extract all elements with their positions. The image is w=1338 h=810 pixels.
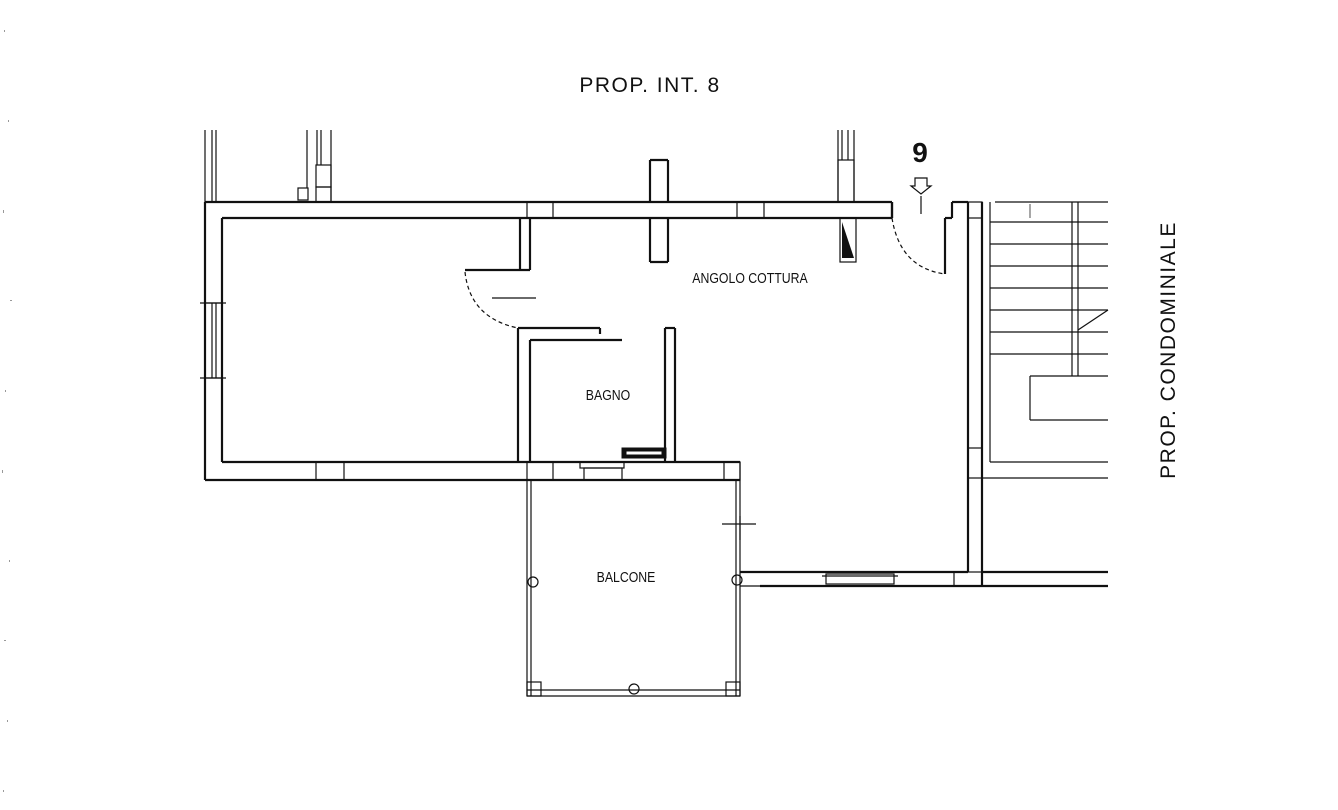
interior-partitions: [465, 218, 677, 462]
room-label-kitchen: ANGOLO COTTURA: [692, 270, 808, 286]
room-label-balcony: BALCONE: [597, 569, 656, 585]
down-arrow-icon: [909, 177, 933, 214]
top-neighbor-label: PROP. INT. 8: [579, 74, 720, 97]
entrance-door: [890, 200, 968, 275]
west-window: [200, 302, 226, 379]
scan-noise: [2, 30, 12, 792]
stairwell: [982, 201, 1109, 588]
balcony: [526, 462, 768, 697]
unit-number: 9: [912, 137, 928, 168]
bathroom-fixture: [621, 447, 667, 459]
living-door-swing: [464, 271, 519, 329]
column-block: [526, 158, 765, 264]
neighbor-wall-stubs: [204, 130, 855, 203]
corridor-east-wall: [740, 201, 984, 588]
room-label-bathroom: BAGNO: [586, 387, 630, 403]
kitchen-fixture: [839, 217, 857, 263]
side-neighbor-label: PROP. CONDOMINIALE: [1157, 221, 1180, 479]
south-windows: [315, 461, 741, 481]
